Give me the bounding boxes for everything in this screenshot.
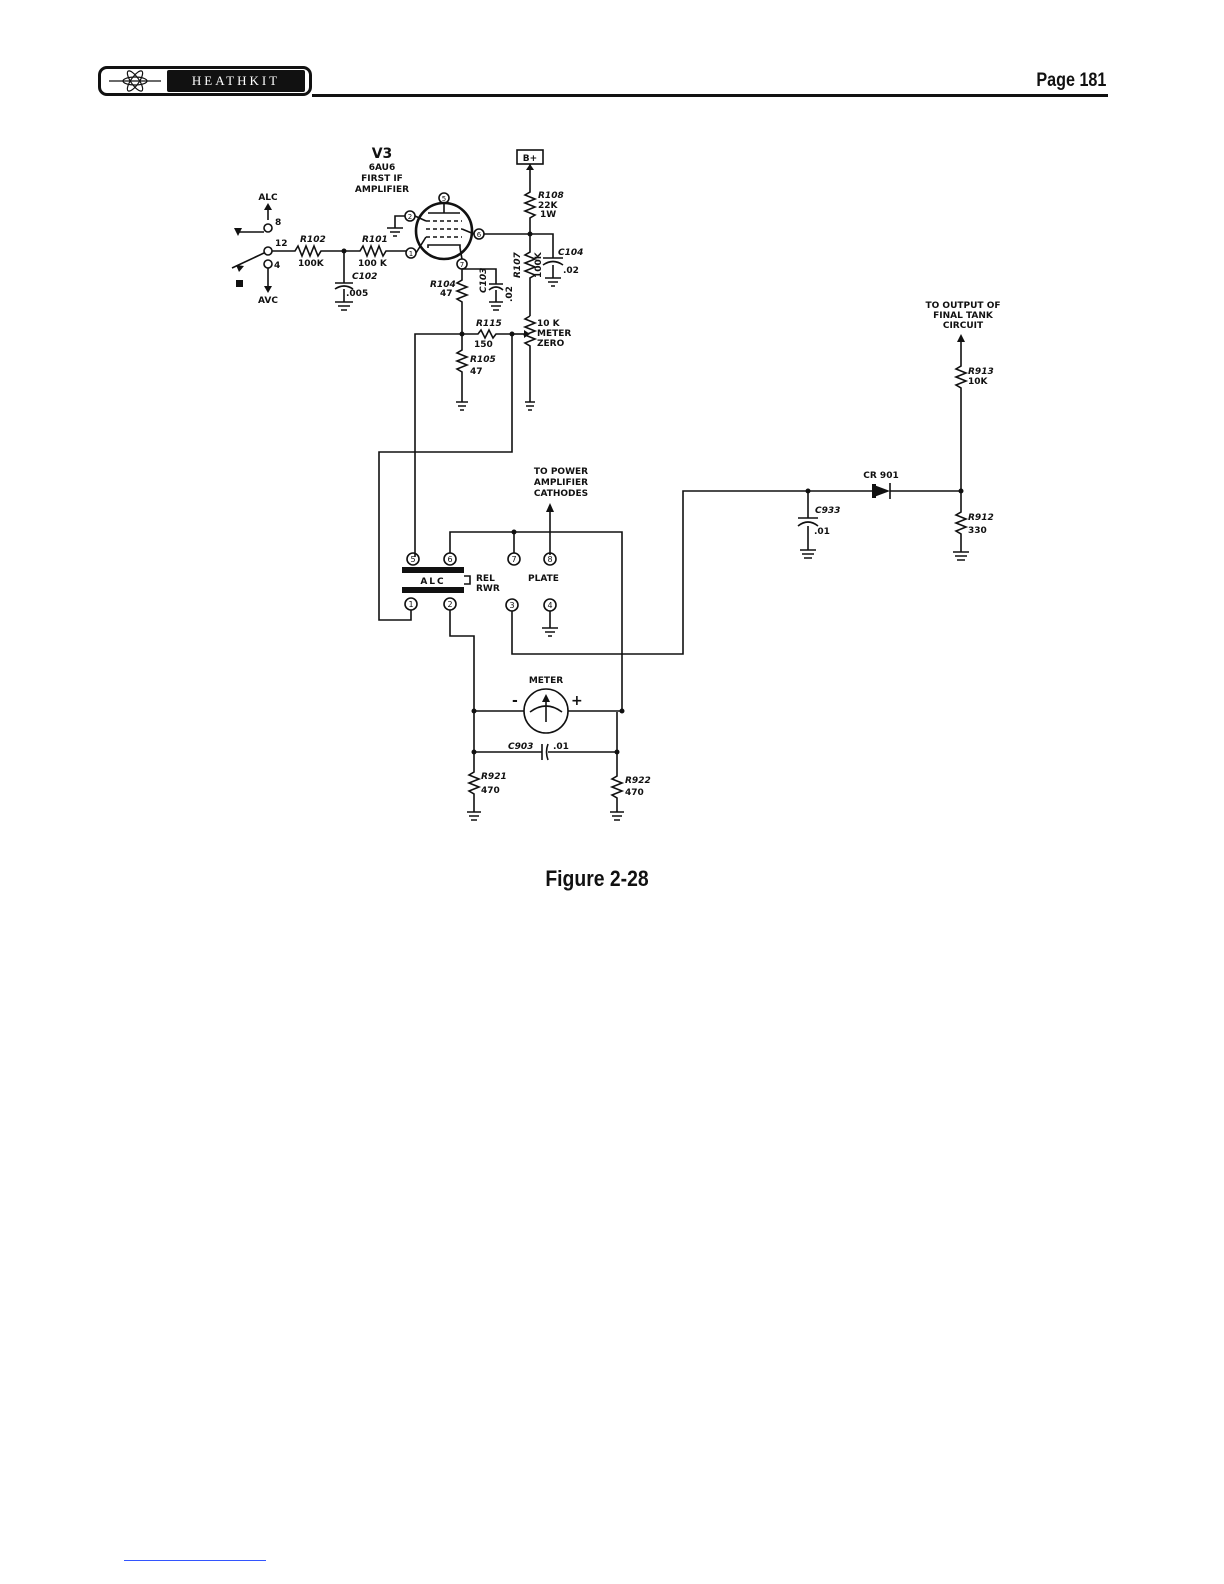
tube-func2: AMPLIFIER [355, 185, 409, 195]
r115-val: 150 [474, 340, 493, 350]
figure-caption: Figure 2-28 [545, 866, 649, 891]
r104-ref: R104 [430, 280, 456, 290]
switch-pin4: 4 [274, 261, 280, 271]
r921-ref: R921 [481, 772, 507, 782]
r108-watt: 1W [540, 210, 556, 220]
meter-minus: - [512, 693, 518, 709]
c104-ref: C104 [558, 248, 583, 258]
r922-val: 470 [625, 788, 644, 798]
brand-wordmark: HEATHKIT [167, 70, 305, 92]
tank-l1: TO OUTPUT OF [926, 301, 1001, 311]
c102-val: .005 [346, 289, 368, 299]
sw-pin1: 1 [408, 600, 413, 609]
c103-ref: C103 [479, 268, 489, 293]
tank-l2: FINAL TANK [933, 311, 994, 321]
sw-pin5: 5 [410, 555, 415, 564]
c933-val: .01 [814, 527, 830, 537]
sw-rwr: RWR [476, 584, 500, 594]
pot-l2: ZERO [537, 339, 565, 349]
r104-val: 47 [440, 289, 453, 299]
tube-ref: V3 [372, 146, 393, 162]
sw-plate: PLATE [528, 574, 559, 584]
c903-val: .01 [553, 742, 569, 752]
r105-val: 47 [470, 367, 483, 377]
r107-val: 100K [534, 251, 544, 278]
meter-plus: + [571, 693, 583, 709]
r912-ref: R912 [968, 513, 994, 523]
sw-pin4: 4 [547, 601, 552, 610]
r921-val: 470 [481, 786, 500, 796]
pa-l1: TO POWER [534, 467, 588, 477]
sw-pin8: 8 [547, 555, 552, 564]
tube-pin1: 1 [409, 250, 413, 258]
tube-type: 6AU6 [369, 163, 396, 173]
c933-ref: C933 [815, 506, 840, 516]
cr901-ref: CR 901 [863, 471, 898, 481]
sw-alc: ALC [420, 577, 445, 587]
tube-pin7: 7 [460, 261, 464, 269]
tube-func1: FIRST IF [361, 174, 403, 184]
tube-pin6: 6 [477, 231, 482, 239]
r913-val: 10K [968, 377, 989, 387]
r108-val: 22K [538, 201, 559, 211]
sw-rel: REL [476, 574, 495, 584]
r107-ref: R107 [513, 252, 523, 278]
sw-pin3: 3 [509, 601, 514, 610]
r101-ref: R101 [362, 235, 388, 245]
pa-l3: CATHODES [534, 489, 588, 499]
c103-val: .02 [505, 286, 515, 302]
switch-avc-label: AVC [258, 296, 278, 306]
sw-pin2: 2 [447, 600, 452, 609]
heathkit-logo: HEATHKIT [98, 66, 312, 96]
switch-pin8: 8 [275, 218, 281, 228]
r101-val: 100 K [358, 259, 388, 269]
meter-label: METER [529, 676, 563, 686]
r115-ref: R115 [476, 319, 502, 329]
c102-ref: C102 [352, 272, 377, 282]
page-number: Page 181 [1035, 70, 1106, 91]
tube-pin2: 2 [408, 213, 412, 221]
r105-ref: R105 [470, 355, 496, 365]
tube-pin5: 5 [442, 195, 446, 203]
c104-val: .02 [563, 266, 579, 276]
c903-ref: C903 [508, 742, 533, 752]
atom-emblem-icon [105, 70, 165, 92]
r108-ref: R108 [538, 191, 564, 201]
r913-ref: R913 [968, 367, 994, 377]
pot-val: 10 K [537, 319, 561, 329]
tank-l3: CIRCUIT [943, 321, 984, 331]
switch-alc-label: ALC [258, 193, 278, 203]
sw-pin7: 7 [511, 555, 516, 564]
r912-val: 330 [968, 526, 987, 536]
footnote-rule [124, 1560, 266, 1561]
header-rule [312, 94, 1108, 97]
schematic-diagram: V3 6AU6 FIRST IF AMPLIFIER ALC 8 12 4 AV… [231, 146, 1001, 821]
switch-pin12: 12 [275, 239, 288, 249]
sw-pin6: 6 [447, 555, 452, 564]
supply-label: B+ [523, 154, 537, 164]
pa-l2: AMPLIFIER [534, 478, 588, 488]
pot-l1: METER [537, 329, 571, 339]
r922-ref: R922 [625, 776, 651, 786]
r102-ref: R102 [300, 235, 326, 245]
r102-val: 100K [298, 259, 325, 269]
